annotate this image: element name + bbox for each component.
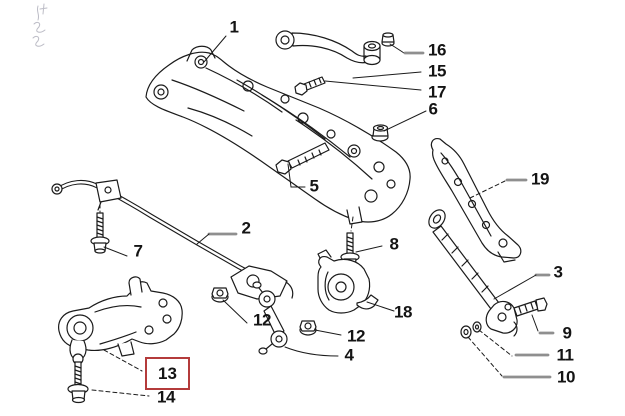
washer-11-drawing xyxy=(472,321,482,333)
bolt-7-drawing xyxy=(90,212,110,254)
callout-14[interactable]: 14 xyxy=(157,387,175,407)
callout-11[interactable]: 11 xyxy=(556,345,574,365)
highlight-box-part-13[interactable]: 13 xyxy=(145,357,190,390)
bracket-19-drawing xyxy=(430,138,522,263)
callout-12-right[interactable]: 12 xyxy=(347,326,365,346)
subframe-crossmember-drawing xyxy=(145,45,411,225)
callout-12-left[interactable]: 12 xyxy=(253,310,271,330)
nut-12-right-drawing xyxy=(299,320,317,336)
callout-6[interactable]: 6 xyxy=(428,99,438,119)
bolt-9-drawing xyxy=(513,297,548,317)
trailing-arm-drawing xyxy=(428,209,518,337)
handwritten-mark xyxy=(32,3,48,47)
callout-13[interactable]: 13 xyxy=(158,364,177,383)
nut-6-drawing xyxy=(371,124,389,142)
nut-12-left-drawing xyxy=(211,287,229,303)
callout-10[interactable]: 10 xyxy=(557,367,575,387)
callout-15[interactable]: 15 xyxy=(428,61,446,81)
bolt-14-drawing xyxy=(67,361,89,404)
bolt-5-drawing xyxy=(275,142,330,175)
callout-4[interactable]: 4 xyxy=(344,345,354,365)
upper-control-arm-drawing xyxy=(275,30,381,66)
callout-19[interactable]: 19 xyxy=(531,169,549,189)
knuckle-13-drawing xyxy=(58,276,183,365)
leader-lines xyxy=(91,35,555,397)
callout-3[interactable]: 3 xyxy=(553,262,563,282)
bracket-18-drawing xyxy=(317,249,379,314)
callout-16[interactable]: 16 xyxy=(428,40,446,60)
callout-17[interactable]: 17 xyxy=(428,82,446,102)
callout-9[interactable]: 9 xyxy=(562,323,572,343)
callout-7[interactable]: 7 xyxy=(133,241,143,261)
callout-18[interactable]: 18 xyxy=(394,302,412,322)
callout-1[interactable]: 1 xyxy=(229,17,239,37)
stabilizer-link-drawing xyxy=(252,281,288,355)
callout-5[interactable]: 5 xyxy=(309,176,319,196)
nut-16-drawing xyxy=(381,32,395,47)
callout-2[interactable]: 2 xyxy=(241,218,251,238)
bolt-17-drawing xyxy=(294,76,326,96)
callout-8[interactable]: 8 xyxy=(389,234,399,254)
washer-10-drawing xyxy=(460,325,472,339)
stabilizer-bar-drawing xyxy=(51,179,257,278)
